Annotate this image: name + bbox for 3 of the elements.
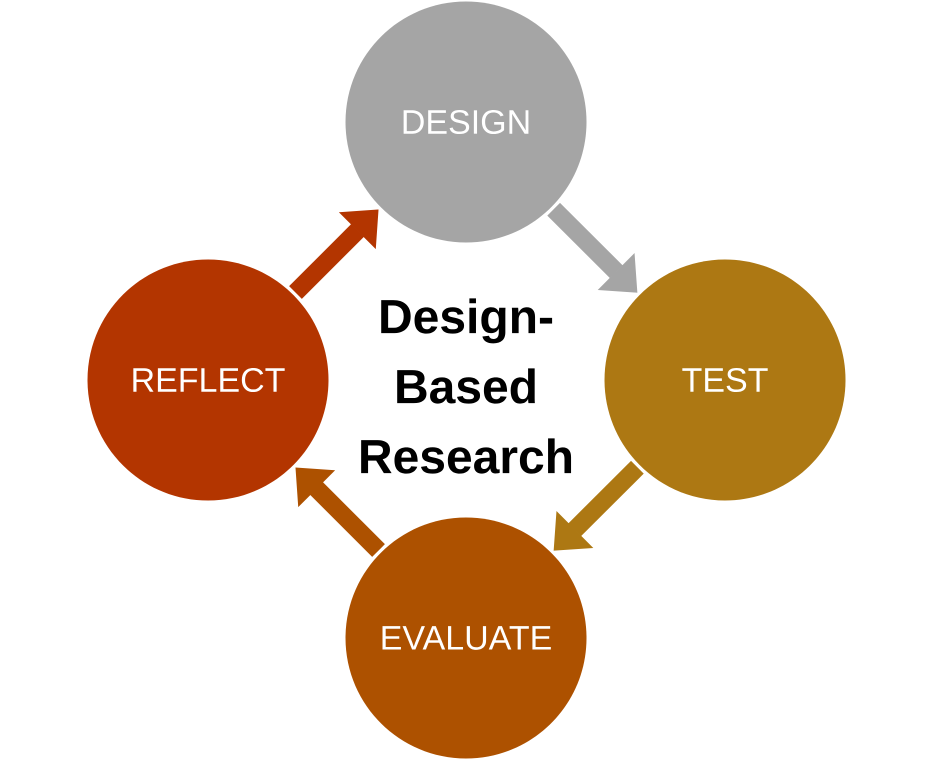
- arrow: [554, 460, 644, 551]
- arrow: [547, 202, 638, 293]
- center-title: Design- Based Research: [361, 298, 572, 474]
